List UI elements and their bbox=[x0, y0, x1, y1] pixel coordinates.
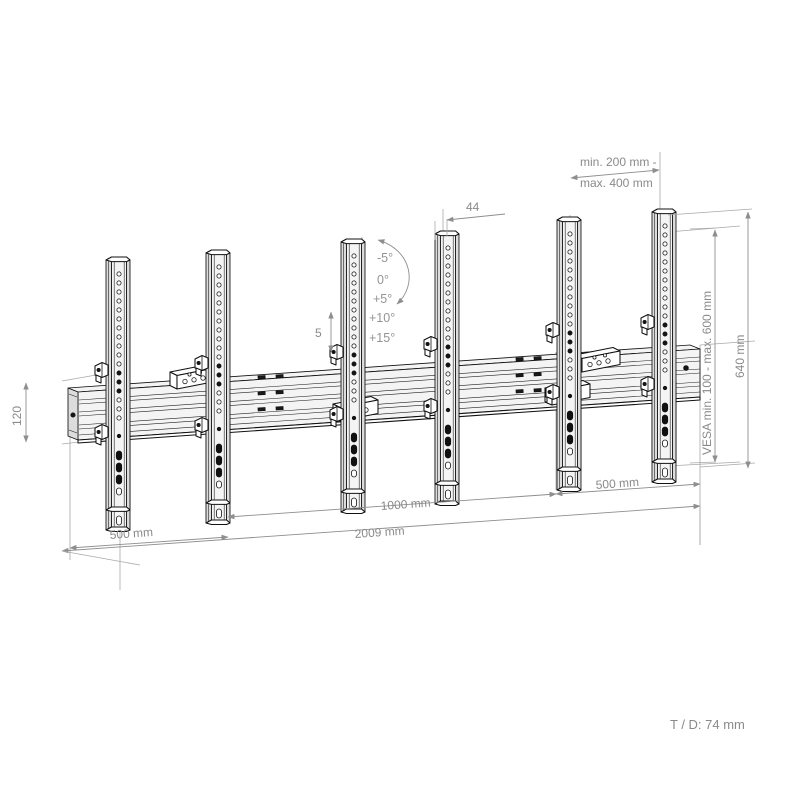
dimension-vesa-range: VESA min. 100 - max. 600 mm bbox=[700, 229, 718, 463]
tilt-angle-3: +10° bbox=[369, 311, 395, 325]
span-left-label: 500 mm bbox=[109, 525, 153, 542]
dimension-label-120: 120 bbox=[10, 406, 24, 426]
vesa-range-label: VESA min. 100 - max. 600 mm bbox=[700, 291, 714, 455]
span-center-label: 1000 mm bbox=[380, 496, 431, 513]
dimension-tilt-offset: 5 bbox=[315, 311, 334, 353]
spacing-label-line2: max. 400 mm bbox=[580, 176, 653, 190]
dimension-label-44: 44 bbox=[466, 200, 480, 214]
tilt-angle-1: 0° bbox=[377, 273, 389, 287]
dimension-plate-offset: 44 bbox=[434, 200, 506, 240]
spacing-label-line1: min. 200 mm - bbox=[580, 155, 657, 169]
span-right-label: 500 mm bbox=[595, 475, 639, 492]
dimension-screen-spacing: min. 200 mm - max. 400 mm bbox=[570, 155, 660, 190]
vesa-arm-6 bbox=[640, 208, 677, 485]
depth-note: T / D: 74 mm bbox=[670, 717, 745, 732]
dimension-span-center: 1000 mm bbox=[227, 491, 557, 520]
dimension-arm-height: 640 mm bbox=[667, 208, 756, 469]
tilt-angle-0: -5° bbox=[377, 251, 393, 265]
tilt-angle-4: +15° bbox=[369, 331, 395, 345]
curved-arrow-icon bbox=[377, 239, 410, 305]
dimension-span-right: 500 mm bbox=[555, 475, 701, 497]
dimension-label-5: 5 bbox=[315, 326, 322, 340]
span-total-label: 2009 mm bbox=[354, 524, 405, 541]
tilt-angle-indicator: -5° 0° +5° +10° +15° bbox=[369, 239, 410, 345]
dimension-rail-height: 120 bbox=[10, 382, 29, 443]
dimension-span-total: 2009 mm bbox=[61, 503, 701, 566]
arm-height-label: 640 mm bbox=[733, 335, 747, 378]
tilt-angle-2: +5° bbox=[373, 292, 392, 306]
